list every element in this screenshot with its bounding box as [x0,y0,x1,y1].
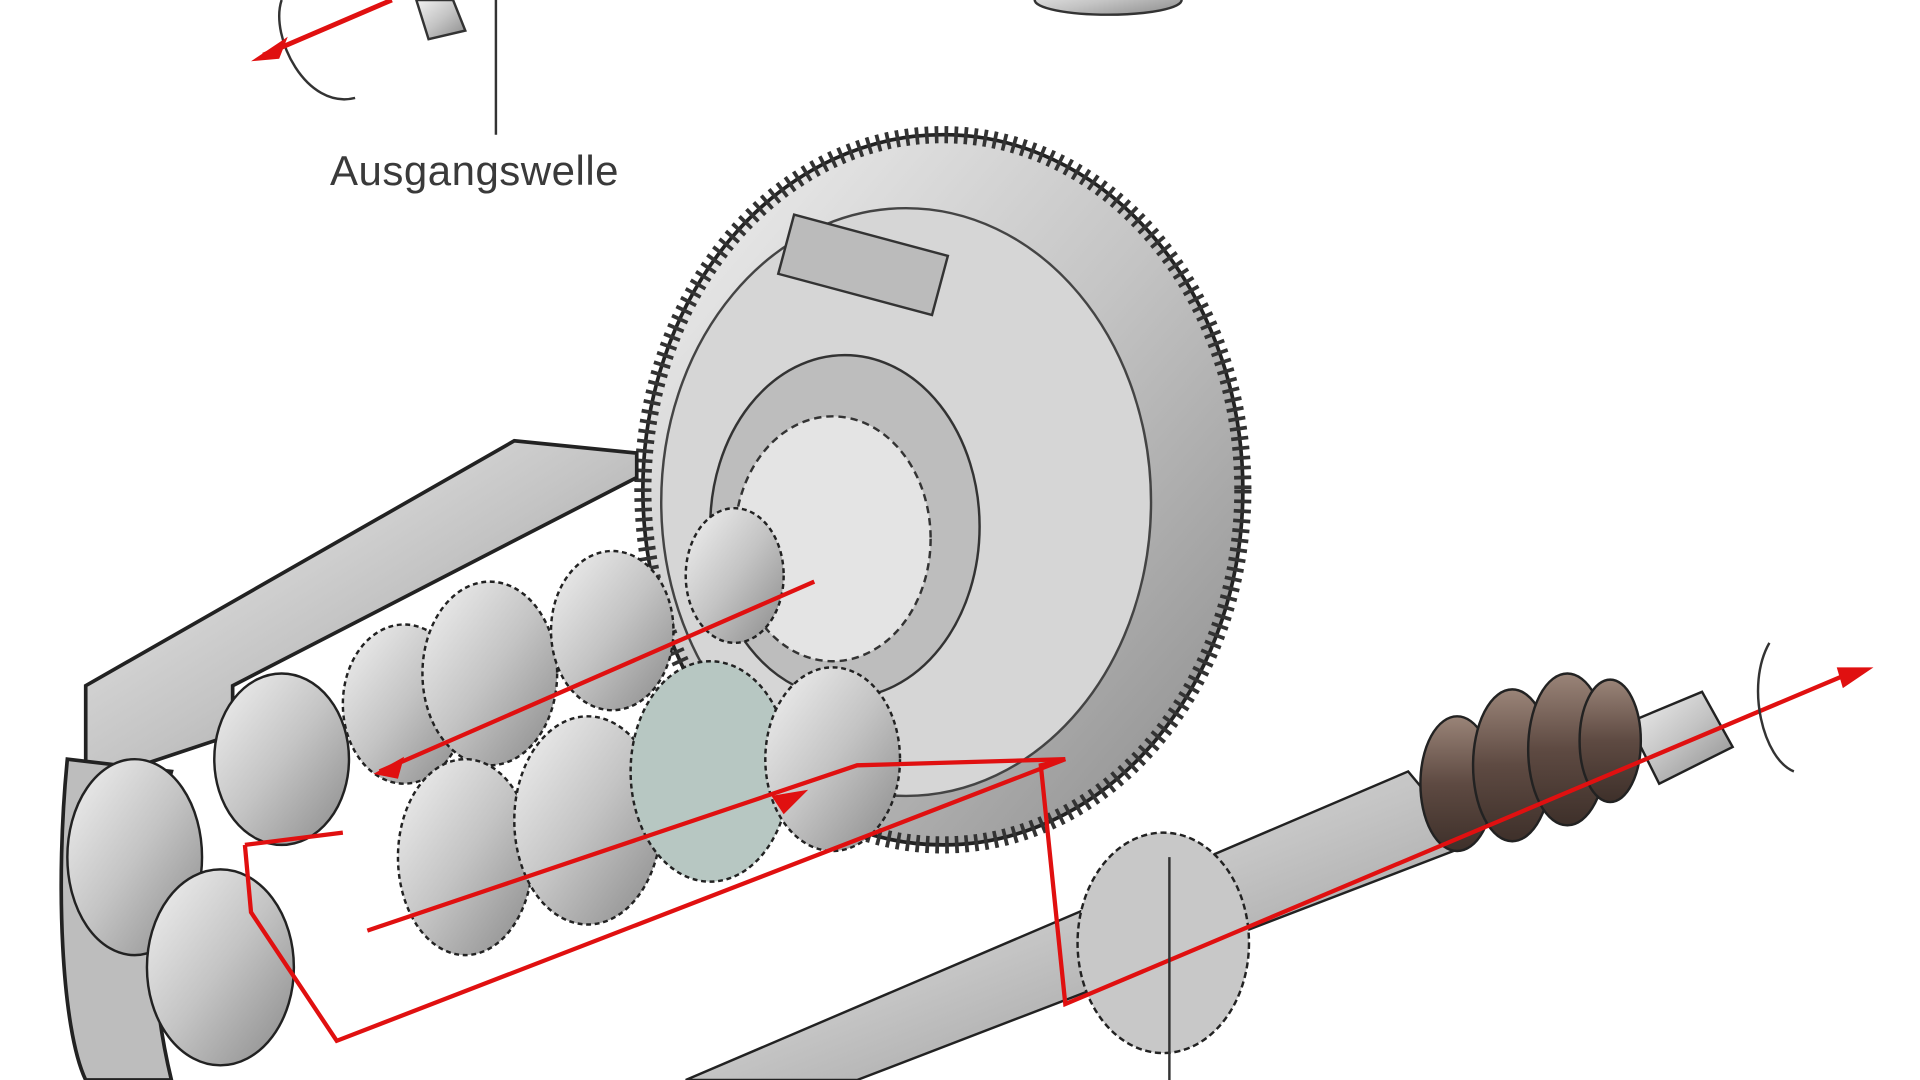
top-shaft-fragment [251,0,1183,135]
power-flow-arrows [242,579,1874,1044]
flywheel [634,126,1252,854]
cv-joint-boot [1419,672,1643,853]
rotation-arrow-icon [1756,642,1795,773]
drive-shaft [685,690,1735,1080]
input-shaft-gears [213,506,785,847]
output-shaft-label: Ausgangswelle [330,147,620,194]
